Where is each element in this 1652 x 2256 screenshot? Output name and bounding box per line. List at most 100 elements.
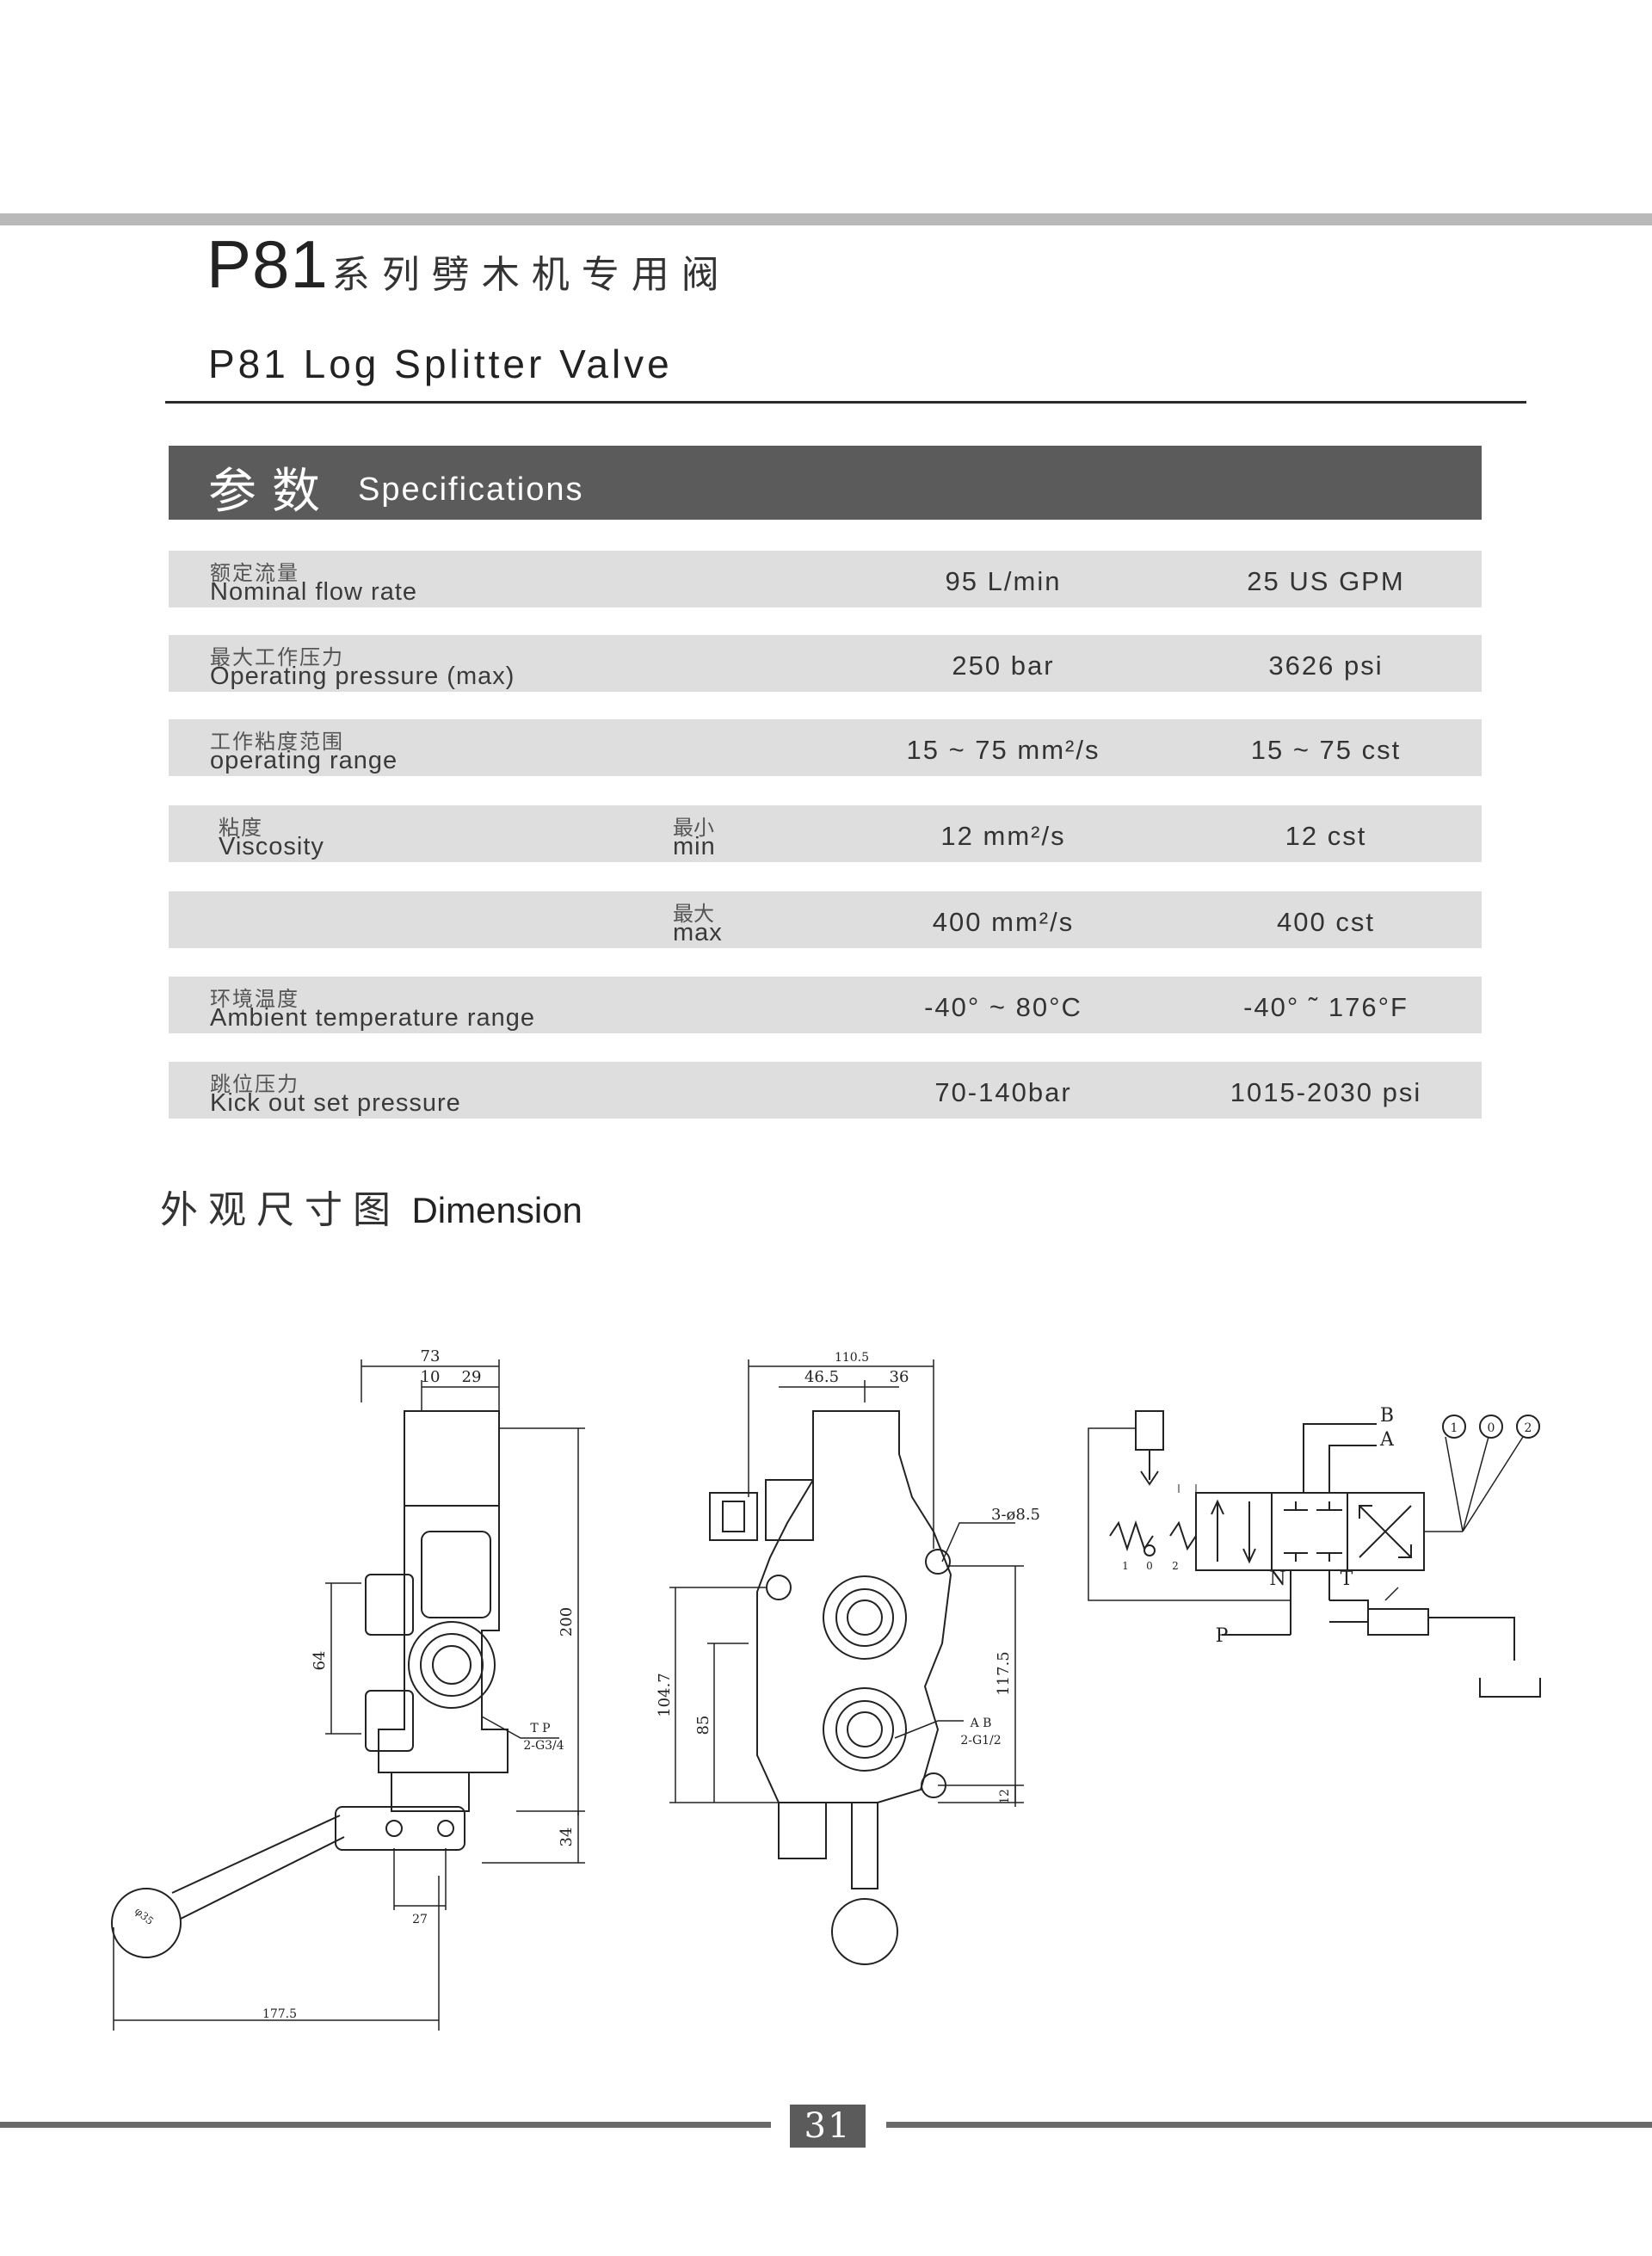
side-view-port-center-bore <box>432 1645 472 1685</box>
side-view-dim-34 <box>482 1811 585 1864</box>
spec-label-cn: 额定流量 <box>210 562 299 585</box>
schematic-detent-arrow <box>1140 1450 1159 1486</box>
spec-row-operating-range: 工作粘度范围 operating range 15 ~ 75 mm²/s 15 … <box>169 719 1482 776</box>
front-view-port-upper <box>823 1575 907 1660</box>
side-view-lever-bracket <box>335 1806 465 1851</box>
hydraulic-schematic <box>1088 1410 1541 1698</box>
schematic-ports-np <box>1222 1570 1330 1636</box>
schematic-position-0 <box>1284 1501 1342 1562</box>
schematic-ticks <box>1178 1484 1197 1493</box>
front-view-port-upper-bore <box>847 1600 883 1636</box>
side-view-pin-right <box>437 1820 454 1837</box>
spec-value-metric: 250 bar <box>952 650 1055 681</box>
side-view-dim-27 <box>393 1848 447 1910</box>
schematic-label-b: B <box>1380 1405 1394 1427</box>
side-view-dim-10-29 <box>421 1380 499 1411</box>
schematic-pilot-line <box>1088 1427 1291 1601</box>
schematic-lever-positions <box>1424 1436 1524 1532</box>
side-view-label-10: 10 <box>421 1368 441 1386</box>
schematic-detent-block <box>1135 1410 1164 1451</box>
spec-value-us: 12 cst <box>1285 821 1367 851</box>
spec-label-cn: 粘度 <box>219 817 263 840</box>
side-view-label-177-5: 177.5 <box>262 2007 297 2021</box>
side-view-dim-73 <box>361 1359 500 1420</box>
schematic-valve-dividers <box>1271 1493 1348 1570</box>
front-view-leader-holes <box>941 1522 1015 1563</box>
schematic-detent-dot <box>1143 1544 1156 1556</box>
front-view-port-lower <box>823 1687 907 1772</box>
schematic-label-n: N <box>1269 1569 1285 1590</box>
spec-label-en: Operating pressure (max) <box>210 663 515 690</box>
side-view-label-200: 200 <box>558 1607 576 1637</box>
front-view-label-port-ab: A B <box>970 1717 992 1730</box>
front-view-port-lower-bore <box>847 1711 883 1747</box>
side-view-dim-200 <box>499 1427 585 1815</box>
side-view-pin-left <box>385 1820 403 1837</box>
schematic-ports-ab <box>1303 1423 1377 1493</box>
spec-value-us: -40° ˜ 176°F <box>1243 992 1409 1022</box>
side-view-labels: 73 10 29 200 34 64 27 177.5 φ35 T P 2-G3… <box>133 1347 576 2021</box>
front-view-dim-104-7 <box>669 1587 779 1803</box>
side-view-label-27: 27 <box>412 1913 428 1926</box>
specifications-heading-en: Specifications <box>358 472 584 508</box>
front-view-dim-46-5-36 <box>779 1380 899 1402</box>
footer-rule-right <box>886 2122 1652 2128</box>
schematic-label-spring-1: 1 <box>1122 1560 1129 1572</box>
schematic-relief-valve <box>1329 1600 1515 1661</box>
front-view-dim-117-5 <box>938 1565 1024 1803</box>
schematic-label-pos-0: 0 <box>1488 1421 1495 1435</box>
spec-value-metric: -40° ~ 80°C <box>924 992 1082 1022</box>
spec-label-cn: 跳位压力 <box>210 1073 299 1096</box>
schematic-relief-arrow <box>1384 1587 1399 1601</box>
schematic-label-a: A <box>1379 1429 1395 1451</box>
spec-label-en: Nominal flow rate <box>210 578 418 606</box>
front-view-mount-hole-right <box>925 1549 951 1575</box>
schematic-label-p: P <box>1216 1625 1229 1647</box>
spec-label-cn: 最大工作压力 <box>210 646 344 669</box>
dimension-drawing: 73 10 29 200 34 64 27 177.5 φ35 T P 2-G3… <box>111 1347 1541 2031</box>
spec-label-en: Ambient temperature range <box>210 1004 536 1032</box>
front-view-labels: 110.5 46.5 36 3-ø8.5 104.7 85 117.5 12 A… <box>656 1351 1040 1804</box>
side-view-lever-ball <box>111 1888 182 1958</box>
spec-value-us: 15 ~ 75 cst <box>1250 735 1402 765</box>
spec-row-ambient-temperature: 环境温度 Ambient temperature range -40° ~ 80… <box>169 977 1482 1033</box>
front-view-label-port-thread-ab: 2-G1/2 <box>960 1734 1001 1747</box>
spec-value-us: 25 US GPM <box>1247 566 1405 596</box>
spec-row-operating-pressure: 最大工作压力 Operating pressure (max) 250 bar … <box>169 635 1482 692</box>
front-view-label-117-5: 117.5 <box>995 1651 1013 1696</box>
schematic-label-t: T <box>1341 1569 1353 1590</box>
side-view-label-29: 29 <box>462 1368 482 1386</box>
front-view-label-46-5: 46.5 <box>804 1368 839 1386</box>
front-view-linkage <box>778 1802 827 1859</box>
schematic-tank <box>1479 1678 1541 1698</box>
spec-value-metric: 95 L/min <box>945 566 1062 596</box>
schematic-spring-left <box>1109 1519 1154 1552</box>
front-view-dim-85 <box>707 1643 749 1803</box>
spec-row-viscosity-max: 最大 max 400 mm²/s 400 cst <box>169 891 1482 948</box>
front-view-hex-nut <box>709 1492 758 1541</box>
front-view-label-85: 85 <box>694 1716 712 1735</box>
schematic-label-pos-1: 1 <box>1451 1421 1458 1435</box>
side-view-port-lower <box>365 1690 414 1752</box>
spec-value-metric: 400 mm²/s <box>932 907 1075 937</box>
spec-value-us: 1015-2030 psi <box>1230 1077 1422 1107</box>
specifications-header: 参数 Specifications <box>169 446 1482 520</box>
front-view-lever-stem <box>851 1802 878 1889</box>
specifications-heading-cn: 参数 <box>208 464 336 520</box>
schematic-lever-circle-1 <box>1442 1415 1466 1439</box>
spec-row-viscosity-min: 粘度 Viscosity 最小 min 12 mm²/s 12 cst <box>169 805 1482 862</box>
spec-label-en: operating range <box>210 747 398 774</box>
title-cn: 系列劈木机专用阀 <box>331 253 731 297</box>
side-view-label-64: 64 <box>311 1651 329 1671</box>
side-view-body <box>378 1505 509 1773</box>
schematic-position-1 <box>1211 1499 1256 1564</box>
schematic-label-pos-2: 2 <box>1525 1421 1532 1435</box>
front-view-port-upper-inner <box>835 1588 894 1647</box>
title-block: P81系列劈木机专用阀 <box>206 225 731 320</box>
side-view-section <box>421 1531 491 1618</box>
schematic-spring-right <box>1169 1520 1197 1551</box>
top-rule <box>0 213 1652 225</box>
dimension-heading-en: Dimension <box>411 1190 583 1230</box>
spec-label-en: Kick out set pressure <box>210 1089 461 1117</box>
side-view-port-center <box>408 1621 496 1709</box>
